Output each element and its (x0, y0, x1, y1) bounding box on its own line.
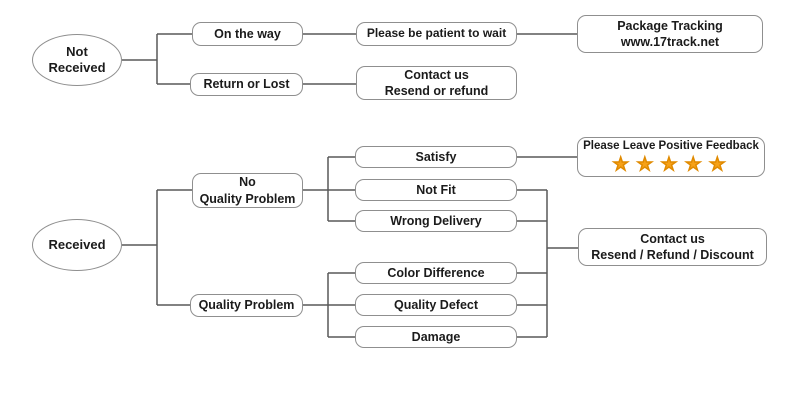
node-color-difference: Color Difference (355, 262, 517, 284)
node-color-difference-label: Color Difference (387, 265, 485, 280)
node-positive-feedback: Please Leave Positive Feedback ★★★★★ (577, 137, 765, 177)
start-node-not-received-label: Not Received (48, 44, 106, 75)
node-wrong-delivery: Wrong Delivery (355, 210, 517, 232)
node-not-fit-label: Not Fit (416, 182, 456, 197)
node-be-patient: Please be patient to wait (356, 22, 517, 46)
node-contact-discount-line1: Contact us (640, 231, 705, 246)
node-no-quality-problem: No Quality Problem (192, 173, 303, 208)
node-quality-defect-label: Quality Defect (393, 297, 479, 312)
node-package-tracking: Package Tracking www.17track.net (577, 15, 763, 53)
node-package-tracking-title: Package Tracking (617, 18, 723, 33)
node-satisfy: Satisfy (355, 146, 517, 168)
node-satisfy-label: Satisfy (415, 149, 457, 164)
start-node-received: Received (32, 219, 122, 271)
node-package-tracking-url: www.17track.net (620, 35, 720, 49)
node-on-the-way-label: On the way (214, 26, 281, 41)
node-be-patient-label: Please be patient to wait (366, 26, 507, 41)
five-star-rating-icon: ★★★★★ (612, 153, 734, 174)
node-no-quality-problem-line2: Quality Problem (199, 191, 296, 206)
node-contact-resend: Contact us Resend or refund (356, 66, 517, 100)
node-contact-resend-line2: Resend or refund (384, 84, 489, 98)
node-return-or-lost-label: Return or Lost (203, 77, 290, 92)
node-contact-discount-line2: Resend / Refund / Discount (591, 248, 754, 262)
node-quality-defect: Quality Defect (355, 294, 517, 316)
node-contact-discount: Contact us Resend / Refund / Discount (578, 228, 767, 266)
node-quality-problem: Quality Problem (190, 294, 303, 317)
node-return-or-lost: Return or Lost (190, 73, 303, 96)
node-positive-feedback-label: Please Leave Positive Feedback (583, 140, 759, 153)
node-wrong-delivery-label: Wrong Delivery (390, 213, 482, 228)
node-contact-resend-line1: Contact us (404, 67, 469, 82)
start-node-not-received: Not Received (32, 34, 122, 86)
start-node-received-label: Received (48, 237, 106, 253)
node-on-the-way: On the way (192, 22, 303, 46)
node-no-quality-problem-line1: No (239, 175, 256, 190)
node-damage-label: Damage (411, 329, 461, 344)
node-not-fit: Not Fit (355, 179, 517, 201)
node-quality-problem-label: Quality Problem (198, 298, 295, 313)
node-damage: Damage (355, 326, 517, 348)
